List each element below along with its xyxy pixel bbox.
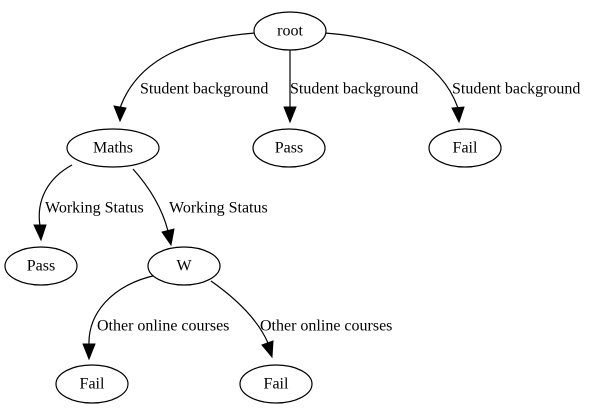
edge-root-to-fail: Student background (324, 32, 580, 124)
edge-label: Student background (452, 81, 580, 98)
node-ellipse (147, 246, 221, 286)
node-fail-top: Fail (428, 128, 502, 168)
arrowhead (82, 343, 96, 361)
node-ellipse (55, 364, 129, 404)
edge-w-to-fail: Other online courses (82, 274, 229, 361)
edges: Student background Student background St… (33, 32, 580, 361)
node-root: root (253, 11, 327, 51)
node-maths: Maths (66, 128, 160, 168)
node-ellipse (239, 364, 313, 404)
edge-line (88, 274, 158, 346)
nodes: root Maths Pass Fail Pass W Fail Fail (4, 11, 502, 404)
node-fail-bottom-right: Fail (239, 364, 313, 404)
edge-label: Working Status (45, 200, 144, 217)
node-pass-top: Pass (252, 128, 326, 168)
node-label: Pass (27, 258, 55, 275)
node-label: root (277, 23, 303, 40)
node-ellipse (252, 128, 326, 168)
edge-line (119, 32, 256, 109)
edge-root-to-maths: Student background (113, 32, 268, 123)
edge-label: Other online courses (260, 318, 392, 335)
node-label: Fail (264, 376, 289, 393)
edge-label: Working Status (169, 200, 268, 217)
edge-maths-to-w: Working Status (132, 168, 268, 247)
node-ellipse (428, 128, 502, 168)
edge-w-to-fail-right: Other online courses (210, 280, 392, 359)
edge-line (210, 280, 269, 344)
edge-label: Other online courses (97, 318, 229, 335)
node-ellipse (253, 11, 327, 51)
edge-line (324, 32, 459, 109)
edge-label: Student background (290, 81, 418, 98)
node-label: W (176, 258, 192, 275)
arrowhead (451, 106, 465, 124)
edge-line (38, 164, 73, 227)
arrowhead (161, 228, 175, 247)
edge-line (132, 168, 169, 232)
node-ellipse (66, 128, 160, 168)
arrowhead (283, 106, 297, 124)
edge-root-to-pass: Student background (283, 50, 418, 124)
node-w: W (147, 246, 221, 286)
edge-label: Student background (140, 81, 268, 98)
arrowhead (261, 340, 274, 359)
node-label: Maths (93, 140, 133, 157)
node-label: Fail (453, 140, 478, 157)
arrowhead (113, 105, 127, 123)
node-label: Pass (275, 140, 303, 157)
node-label: Fail (80, 376, 105, 393)
arrowhead (33, 224, 47, 242)
node-fail-bottom-left: Fail (55, 364, 129, 404)
edge-maths-to-pass: Working Status (33, 164, 144, 242)
node-pass-left: Pass (4, 246, 78, 286)
node-ellipse (4, 246, 78, 286)
